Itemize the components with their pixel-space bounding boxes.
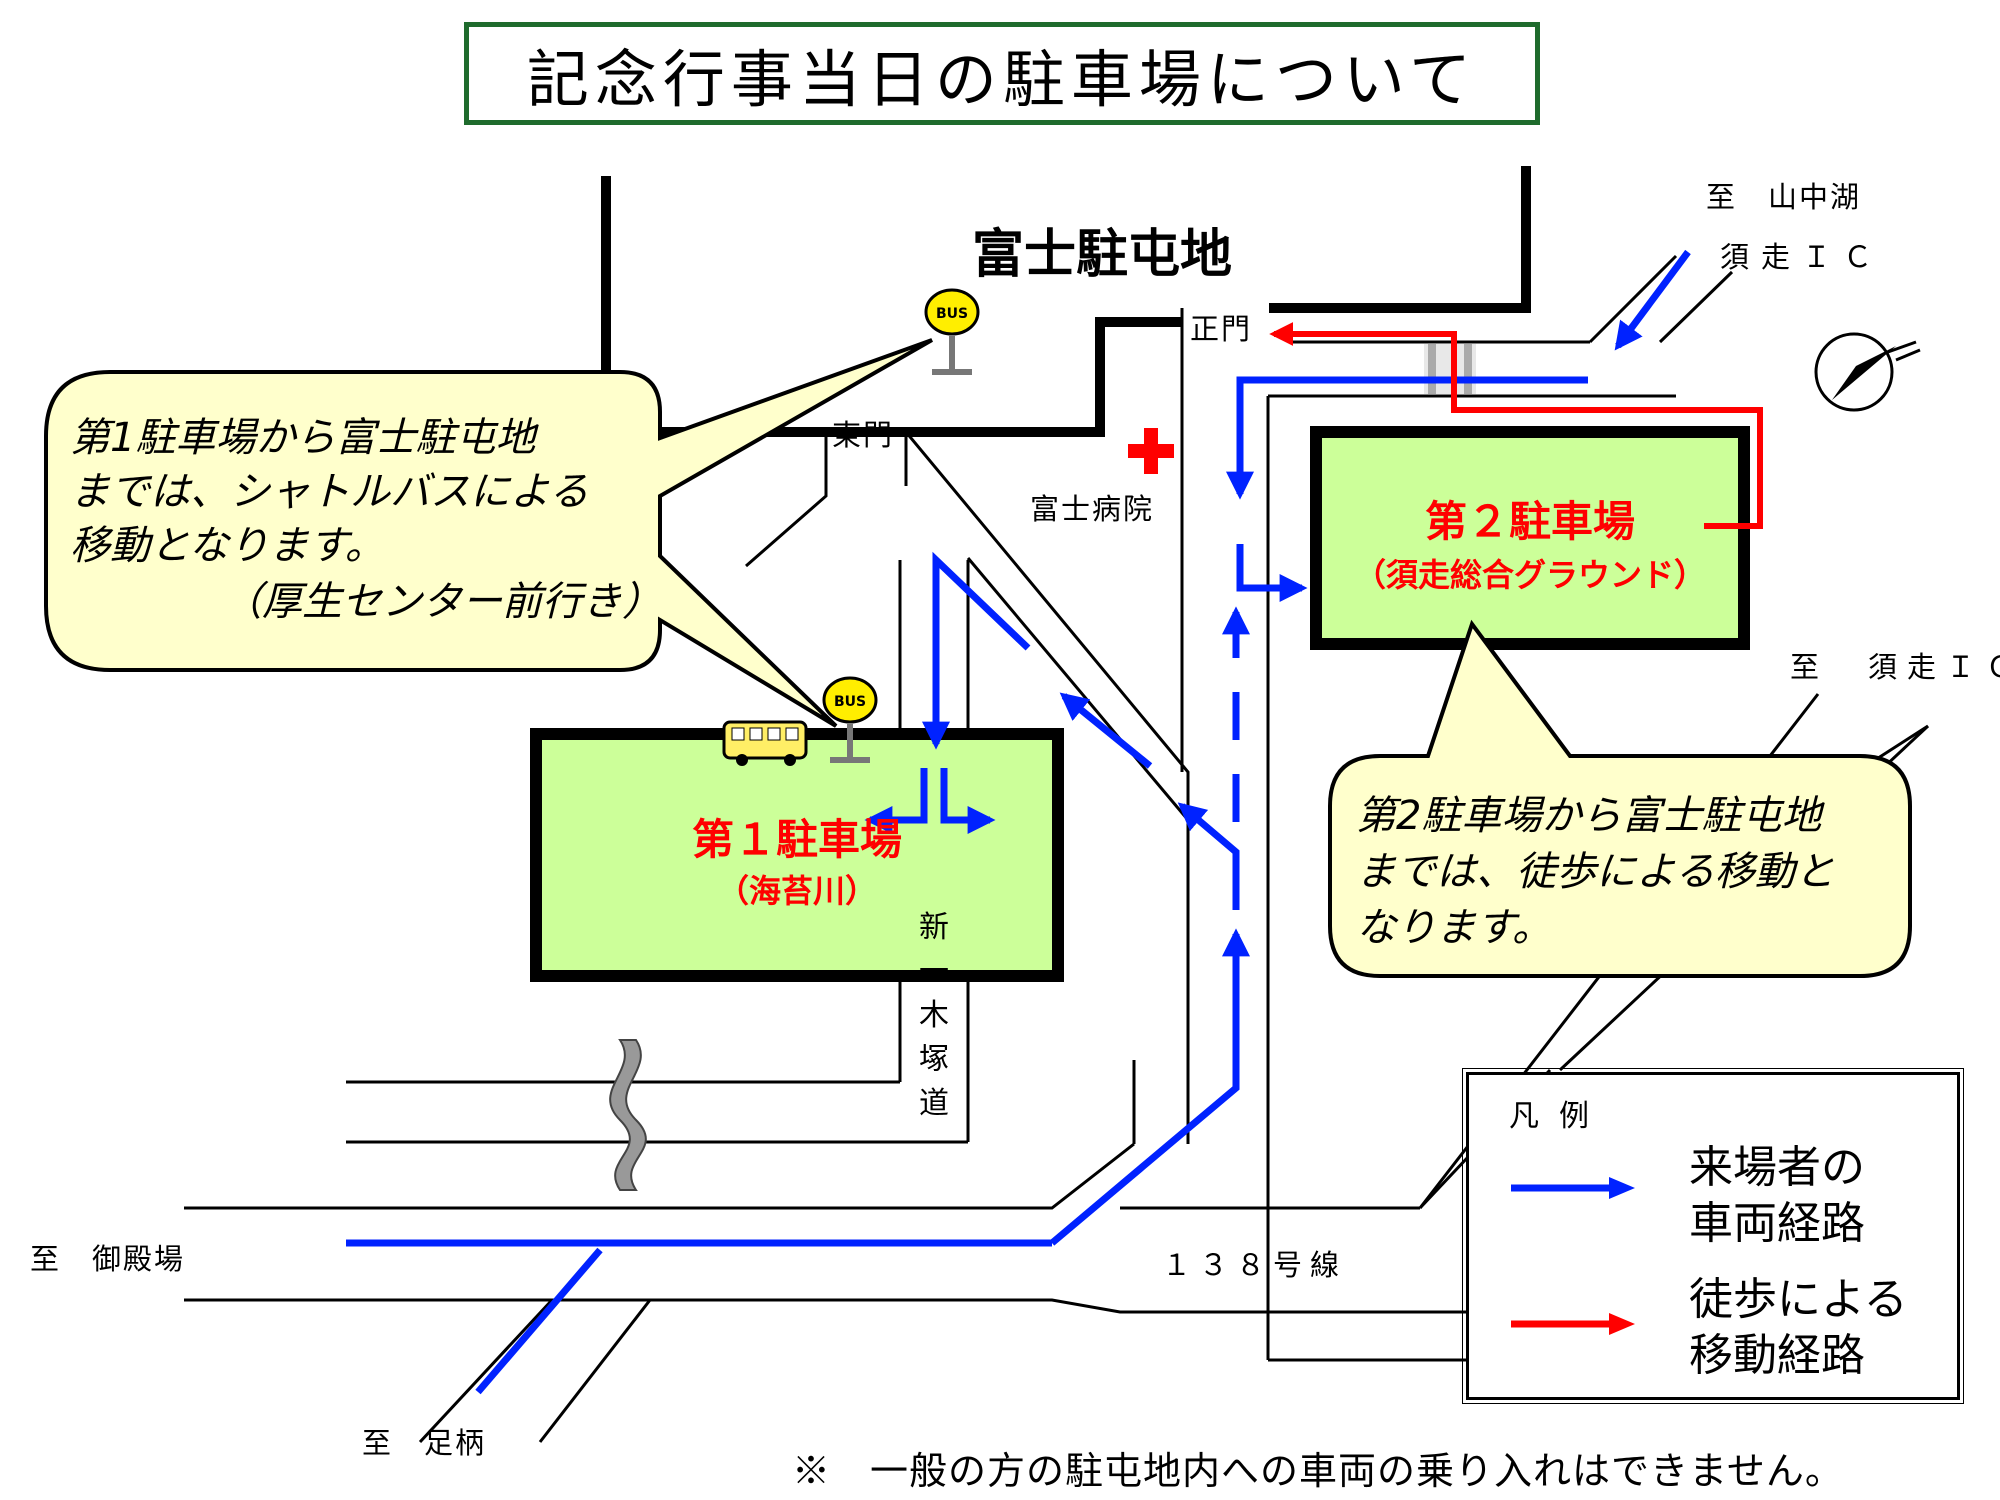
lot-1-sub: （海苔川） [716, 872, 877, 910]
river-icon [609, 1039, 647, 1191]
legend-vehicle-swatch [1511, 1177, 1635, 1199]
lot-2-sub: （須走総合グラウンド） [1353, 556, 1706, 594]
label-shin-ichikizuka-road: 新一木塚道 [919, 910, 949, 1121]
legend-walking-line-2: 移動経路 [1689, 1330, 1865, 1381]
label-to-subashiri-ic: 至 須走ＩＣ [1790, 650, 2000, 684]
legend-vehicle-line-2: 車両経路 [1689, 1198, 1865, 1249]
route-138-south-edge [184, 1298, 1466, 1314]
bubble-2-line-1: 第2駐車場から富士駐屯地 [1356, 793, 1822, 839]
bubble-1-line-4: （厚生センター前行き） [222, 579, 662, 625]
hospital-cross-icon [1128, 428, 1174, 474]
bus-sign-text: BUS [834, 694, 866, 710]
lot-1-name: 第１駐車場 [691, 815, 902, 864]
bubble-1-line-1: 第1駐車場から富士駐屯地 [70, 415, 536, 461]
label-hospital: 富士病院 [1030, 492, 1155, 526]
bus-icon [722, 720, 808, 766]
bubble-2-line-2: までは、徒歩による移動と [1356, 849, 1835, 895]
label-subashiri-ic-top: 須走ＩＣ [1720, 240, 1885, 274]
label-east-gate: 東門 [832, 418, 895, 452]
route-138-north-edge [184, 1142, 1135, 1210]
label-to-ashigara: 至 足柄 [362, 1426, 487, 1460]
legend-walking-swatch [1511, 1313, 1635, 1335]
bus-stop-icon: BUS [924, 288, 980, 375]
bus-sign-text: BUS [936, 306, 968, 322]
label-to-gotemba: 至 御殿場 [30, 1242, 186, 1276]
bubble-1-shape [44, 338, 933, 728]
page-title: 記念行事当日の駐車場について [464, 22, 1540, 125]
legend-walking-line-1: 徒歩による [1689, 1274, 1908, 1325]
north-arrow-icon [1814, 332, 1921, 412]
legend-vehicle-line-1: 来場者の [1689, 1142, 1865, 1193]
legend: 凡例 来場者の 車両経路 徒歩による 移動経路 [1462, 1068, 1964, 1404]
gate-icon [1424, 344, 1476, 394]
footnote: ※ 一般の方の駐屯地内への車両の乗り入れはできません。 [792, 1449, 1844, 1493]
label-route-138: １３８号線 [1162, 1248, 1348, 1282]
label-main-gate: 正門 [1190, 312, 1253, 346]
bubble-2-shape [1328, 619, 1912, 978]
legend-title: 凡例 [1509, 1099, 1609, 1134]
bubble-1-line-3: 移動となります。 [70, 523, 385, 569]
parking-lot-2 [1310, 426, 1750, 650]
bus-stop-icon: BUS [822, 676, 878, 763]
base-name: 富士駐屯地 [972, 225, 1233, 285]
walking-route [1269, 322, 1763, 529]
base-boundary [601, 166, 1531, 437]
bubble-2-line-3: なります。 [1356, 905, 1552, 951]
label-to-yamanakako: 至 山中湖 [1706, 180, 1862, 214]
vehicle-route [346, 249, 1691, 1395]
bubble-1-line-2: までは、シャトルバスによる [70, 469, 589, 515]
lot-2-name: 第２駐車場 [1424, 497, 1635, 546]
